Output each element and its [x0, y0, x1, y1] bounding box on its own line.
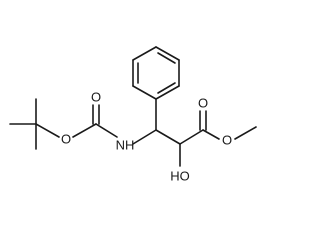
- bond-ch-to-choh: [155, 129, 181, 145]
- atom-o-ester-methyl: O: [222, 133, 232, 148]
- bond-ester-c-to-o: [202, 129, 220, 140]
- molecule-drawing: O O NH O O HO: [9, 46, 257, 184]
- atom-nh: NH: [116, 138, 135, 153]
- phenyl-inner-double-2: [157, 52, 176, 64]
- phenyl-bond-1: [132, 85, 157, 100]
- phenyl-bond-4: [155, 46, 180, 61]
- bond-n-to-ch: [132, 129, 157, 145]
- bond-tbu-to-o: [35, 123, 60, 138]
- phenyl-bond-3: [132, 46, 157, 61]
- atom-oh: HO: [170, 169, 190, 184]
- atom-o-ester-carbonyl: O: [198, 96, 208, 111]
- bond-choh-to-ester-c: [179, 129, 204, 145]
- bond-carbamate-c-to-n: [95, 123, 118, 138]
- bond-o-to-methyl: [234, 126, 257, 140]
- atom-o-carbamate-carbonyl: O: [91, 90, 101, 105]
- phenyl-inner-double-3: [157, 82, 176, 94]
- bond-o-to-carbonyl-c: [72, 123, 97, 138]
- structure-canvas: O O NH O O HO: [9, 46, 257, 184]
- atom-o-carbamate-ether: O: [61, 132, 71, 147]
- phenyl-bond-6: [155, 85, 180, 100]
